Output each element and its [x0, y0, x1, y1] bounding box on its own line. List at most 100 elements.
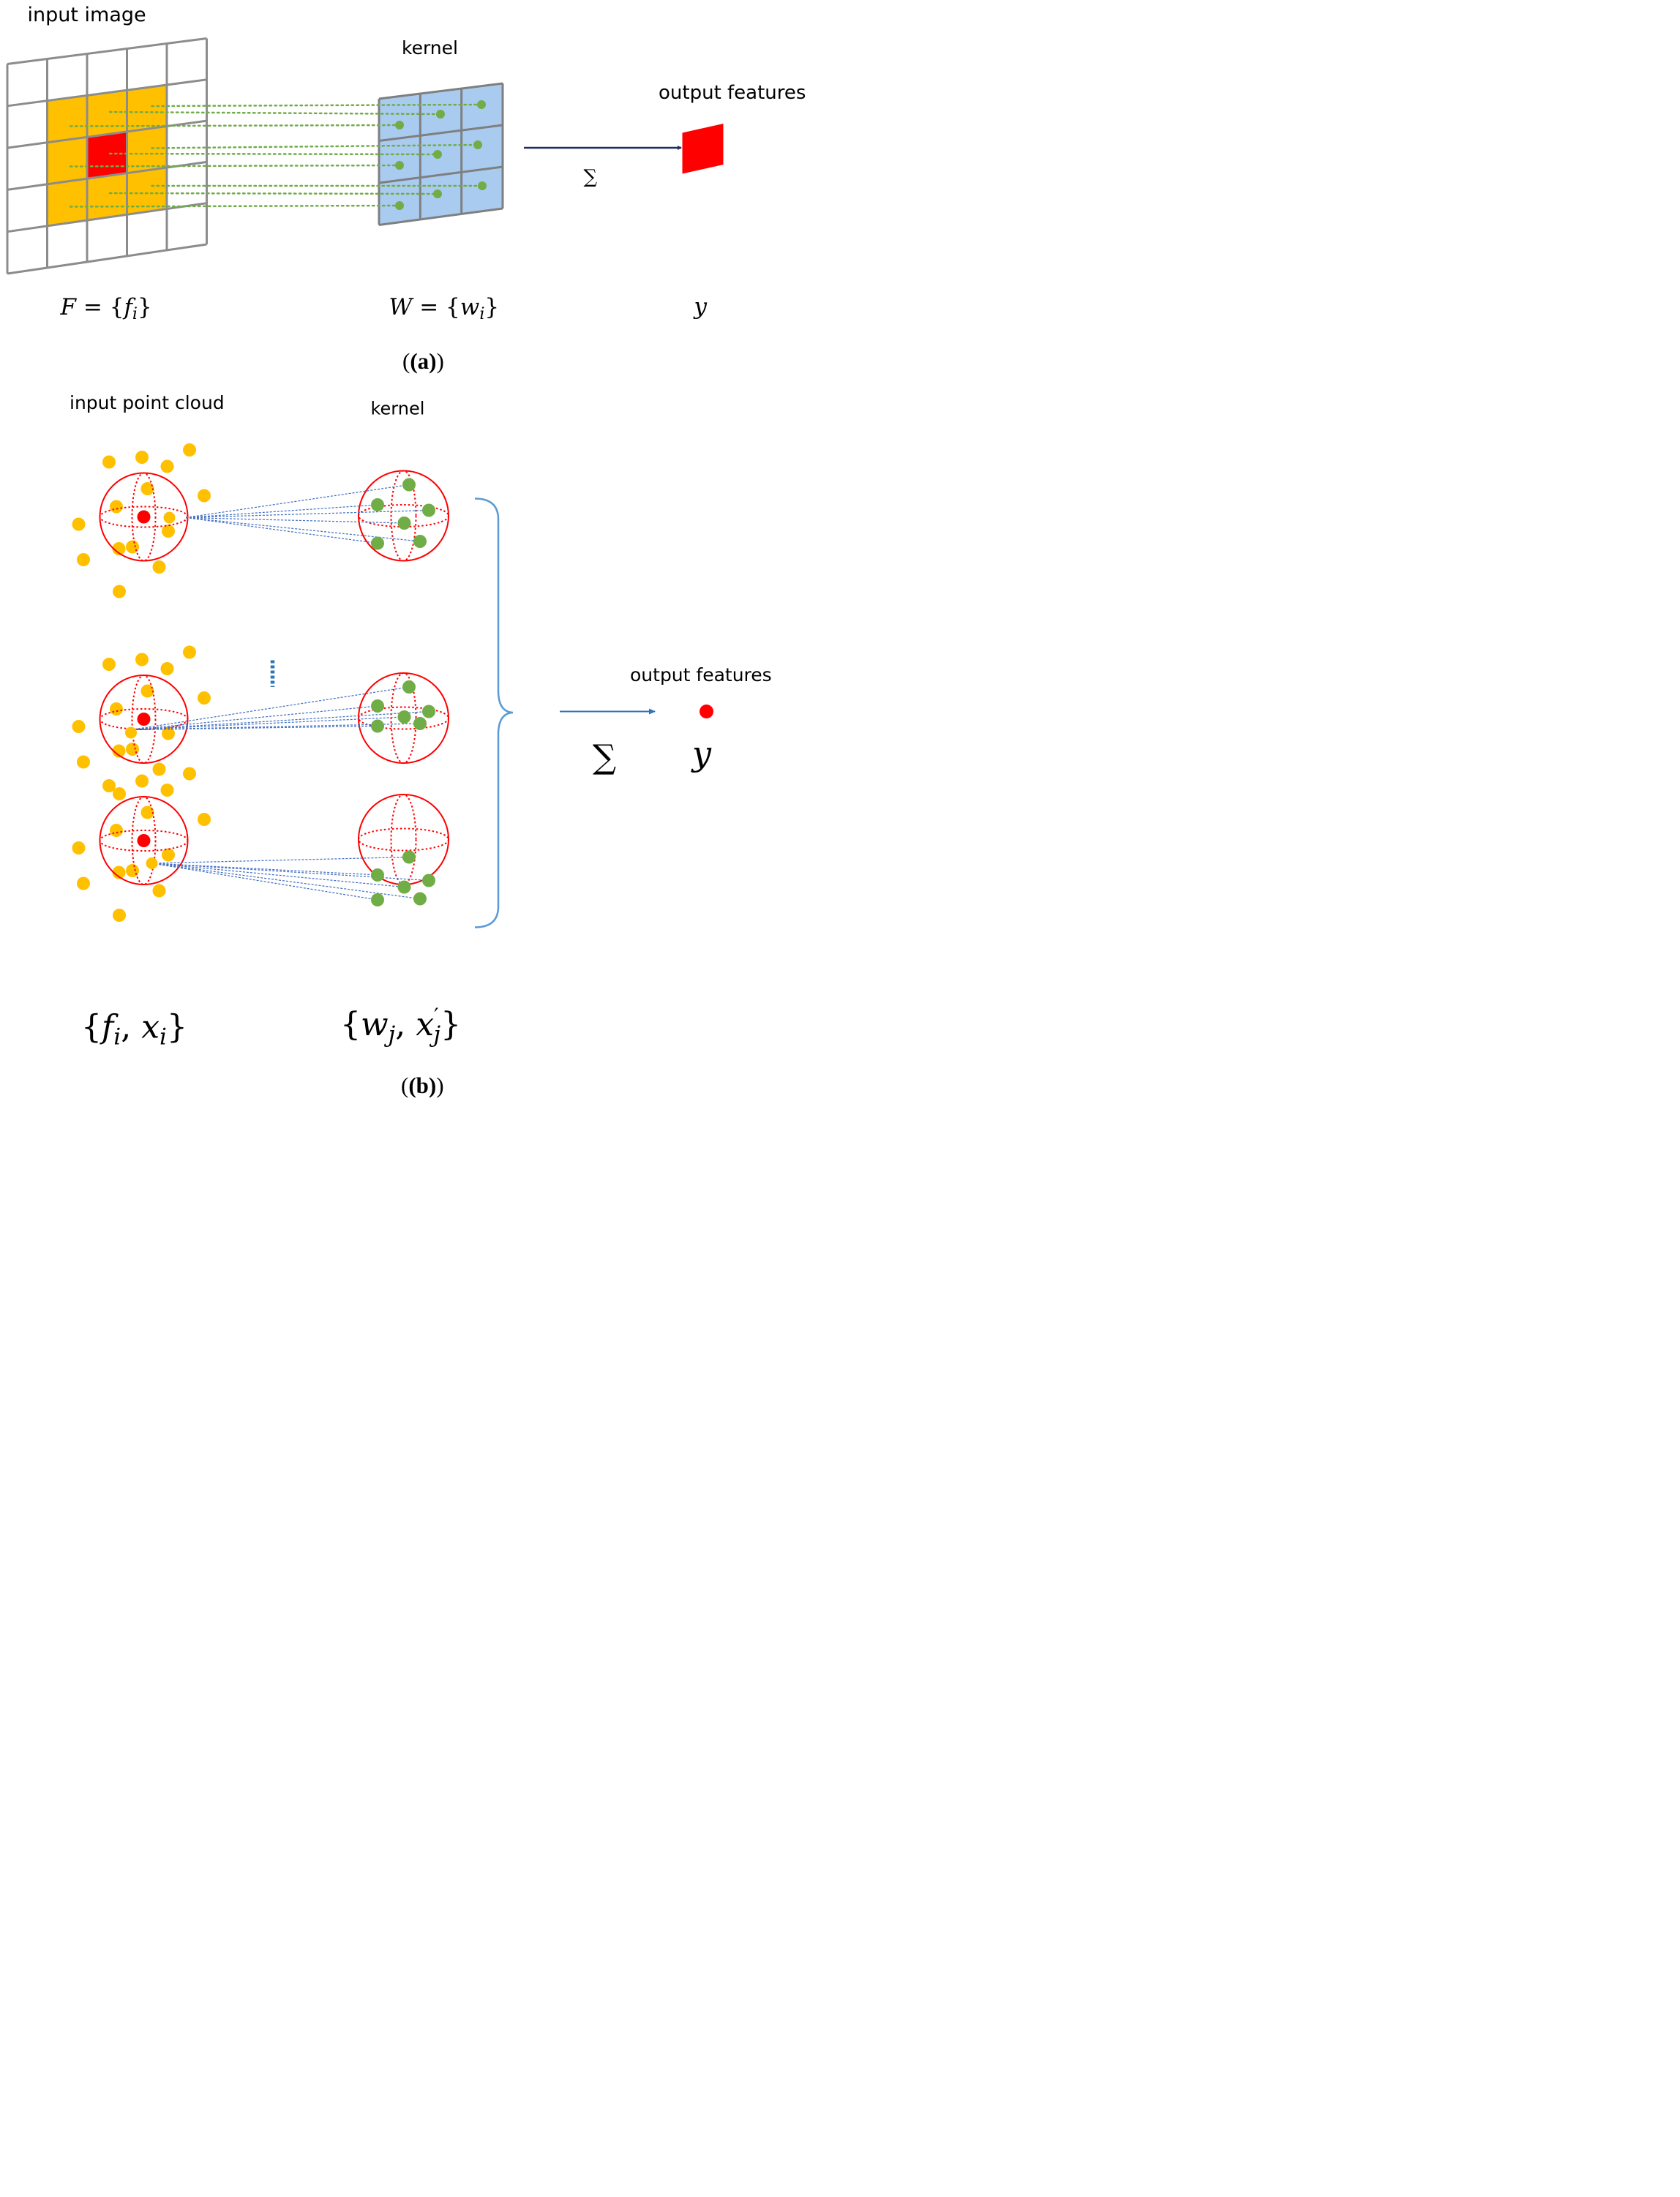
input-sphere-equator [99, 708, 189, 730]
cloud-point [160, 662, 174, 675]
cloud-point [140, 684, 154, 698]
kernel-link-line [130, 723, 421, 731]
cloud-point [162, 848, 175, 862]
kernel-point [397, 710, 411, 724]
kernel-link-line [151, 863, 430, 882]
cloud-point [77, 553, 90, 566]
cloud-point [162, 525, 175, 538]
cloud-point [102, 455, 116, 469]
cloud-point [183, 767, 196, 781]
center-pixel [87, 131, 127, 179]
kernel-grid-line [378, 124, 503, 142]
input-sphere-meridian [131, 472, 157, 562]
cloud-point [126, 864, 139, 877]
neighbor-point [163, 511, 176, 524]
cloud-point [198, 691, 211, 705]
cloud-point [72, 841, 86, 855]
cloud-point [72, 517, 86, 531]
kernel-point [397, 880, 411, 894]
cloud-point [110, 500, 123, 514]
kernel-point [478, 181, 487, 190]
input-image-grid [6, 37, 208, 275]
kernel-link-line [151, 863, 378, 901]
kernel-sphere [358, 794, 449, 885]
cloud-point [110, 702, 123, 716]
kernel-point [473, 140, 482, 149]
cloud-point [112, 744, 126, 758]
kernel-point [371, 536, 384, 550]
kernel-point [436, 110, 445, 119]
output-formula-b: y [691, 734, 712, 773]
kernel-link-line [69, 124, 401, 127]
kernel-sphere-equator [358, 504, 449, 527]
kernel-grid-line [378, 82, 503, 100]
summation-brace [474, 497, 514, 928]
cloud-point [113, 787, 126, 800]
cloud-point [126, 540, 139, 554]
cloud-point [110, 824, 123, 837]
kernel-point [413, 717, 427, 730]
center-point [137, 834, 151, 847]
cloud-point [135, 451, 149, 464]
panel-b: input point cloud kernel output features… [70, 392, 772, 1098]
kernel-point [422, 705, 435, 718]
kernel-link-line [130, 716, 405, 731]
caption-b-letter: (b) [408, 1073, 436, 1098]
point-cloud-row-2 [72, 645, 449, 800]
kernel-point [477, 100, 486, 109]
sum-symbol-b: ∑ [593, 737, 616, 776]
cloud-point [160, 784, 174, 797]
kernel-correspondence-lines [69, 100, 487, 210]
kernel-link-line [185, 484, 410, 519]
kernel-link-line [151, 103, 483, 108]
cloud-point [77, 755, 90, 769]
output-feature-square [682, 124, 724, 174]
kernel-link-line [151, 863, 421, 900]
center-point [137, 510, 151, 524]
cloud-point [162, 726, 175, 740]
kernel-point [371, 893, 384, 906]
cloud-point [77, 876, 90, 890]
output-feature-point [700, 705, 713, 718]
input-formula-b: {fi, xi} [81, 1009, 187, 1051]
kernel-link-line [108, 110, 442, 116]
kernel-point [422, 503, 435, 517]
input-image-label: input image [28, 4, 146, 26]
kernel-sphere-equator [358, 827, 449, 852]
cloud-point [112, 865, 126, 879]
kernel-point [413, 892, 427, 906]
kernel-point [371, 699, 384, 713]
input-point-cloud-label: input point cloud [70, 392, 225, 413]
kernel-point [395, 121, 404, 129]
cloud-point [183, 443, 196, 457]
convolution-figure: input image kernel output features ∑ F =… [6, 4, 806, 1098]
cloud-point [183, 645, 196, 659]
kernel-grid-line [378, 165, 503, 184]
kernel-sphere-meridian [390, 672, 417, 764]
sum-symbol-a: ∑ [584, 166, 598, 188]
kernel-point [395, 201, 404, 210]
kernel-link-line [69, 164, 401, 168]
kernel-grid-line [378, 207, 503, 226]
output-formula-a: y [693, 293, 708, 320]
cloud-point [113, 909, 126, 922]
output-features-label-a: output features [659, 82, 806, 104]
input-sphere-meridian [131, 796, 157, 885]
kernel-link-line [130, 710, 430, 731]
kernel-point [413, 535, 427, 548]
kernel-point [395, 161, 404, 170]
cloud-point [160, 459, 174, 473]
kernel-link-line [108, 192, 439, 195]
kernel-link-line [185, 517, 421, 542]
cloud-point [113, 585, 126, 598]
caption-a-letter: (a) [410, 348, 436, 374]
kernel-link-line [185, 517, 378, 544]
caption-a: ((a)) [402, 348, 444, 374]
input-sphere-equator [99, 830, 189, 852]
kernel-point [371, 498, 384, 511]
kernel-sphere-meridian [390, 470, 417, 562]
kernel-label-a: kernel [402, 37, 458, 59]
kernel-point [422, 874, 435, 887]
kernel-formula-a: W = {wi} [389, 294, 500, 323]
grid-line [7, 78, 207, 108]
